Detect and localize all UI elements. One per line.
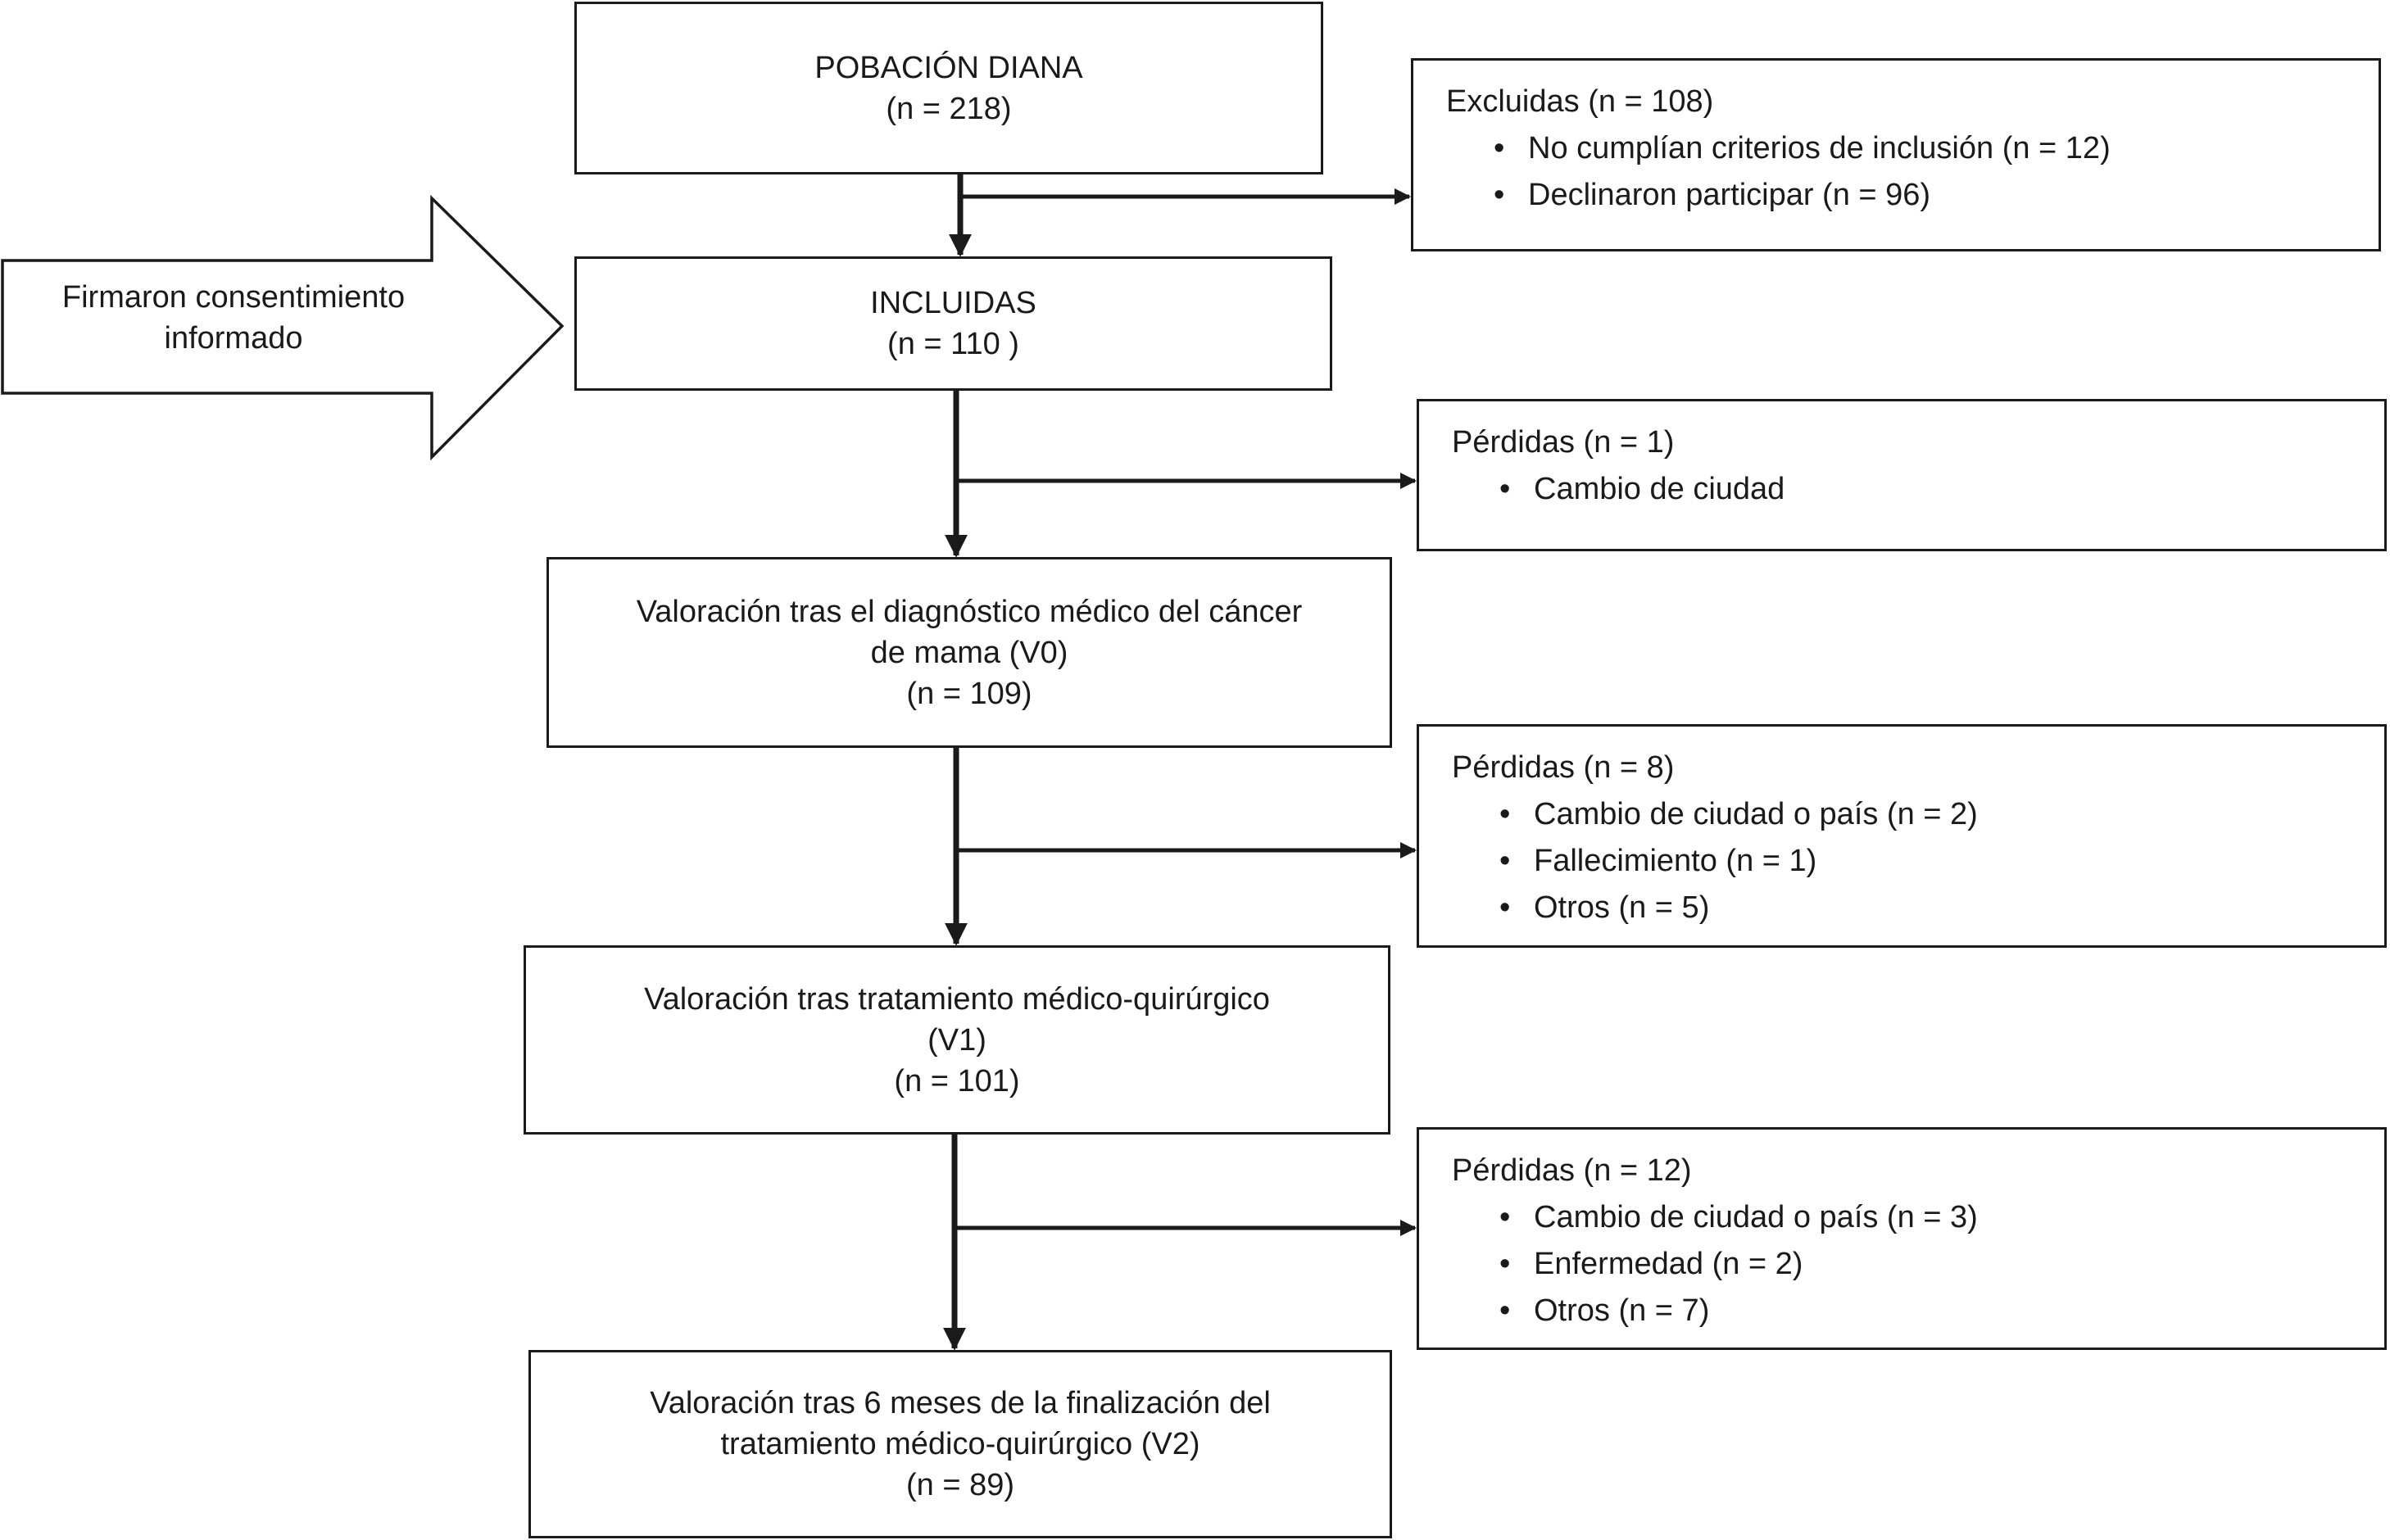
consent-label-line: informado <box>164 321 303 356</box>
box-line: Valoración tras tratamiento médico-quirú… <box>644 981 1270 1017</box>
consent-arrow-label: Firmaron consentimiento informado <box>0 277 467 359</box>
box-poblacion-diana: POBACIÓN DIANA (n = 218) <box>574 2 1323 174</box>
box-line: Valoración tras el diagnóstico médico de… <box>636 594 1303 629</box>
box-v2: Valoración tras 6 meses de la finalizaci… <box>528 1350 1392 1538</box>
list-item: Enfermedad (n = 2) <box>1499 1241 2384 1288</box>
perdidas-3-title: Pérdidas (n = 12) <box>1452 1153 1692 1188</box>
box-line: (n = 218) <box>886 91 1012 126</box>
perdidas-1-list: Cambio de ciudad <box>1452 466 2384 513</box>
box-v0: Valoración tras el diagnóstico médico de… <box>546 557 1392 748</box>
perdidas-3-list: Cambio de ciudad o país (n = 3) Enfermed… <box>1452 1194 2384 1334</box>
perdidas-1-title: Pérdidas (n = 1) <box>1452 425 1675 460</box>
box-perdidas-2: Pérdidas (n = 8) Cambio de ciudad o país… <box>1417 724 2387 948</box>
box-v1: Valoración tras tratamiento médico-quirú… <box>524 945 1390 1135</box>
perdidas-2-title: Pérdidas (n = 8) <box>1452 750 1675 785</box>
box-line: INCLUIDAS <box>870 286 1036 320</box>
box-line: Valoración tras 6 meses de la finalizaci… <box>650 1386 1271 1420</box>
list-item: Cambio de ciudad o país (n = 2) <box>1499 791 2384 838</box>
list-item: Cambio de ciudad <box>1499 466 2384 513</box>
excluidas-title: Excluidas (n = 108) <box>1446 84 1714 119</box>
box-line: de mama (V0) <box>870 635 1068 670</box>
excluidas-list: No cumplían criterios de inclusión (n = … <box>1446 125 2379 219</box>
box-line: (n = 101) <box>894 1063 1020 1098</box>
perdidas-2-list: Cambio de ciudad o país (n = 2) Fallecim… <box>1452 791 2384 931</box>
box-line: tratamiento médico-quirúrgico (V2) <box>720 1427 1200 1461</box>
box-perdidas-1: Pérdidas (n = 1) Cambio de ciudad <box>1417 399 2387 551</box>
box-excluidas: Excluidas (n = 108) No cumplían criterio… <box>1411 58 2381 251</box>
list-item: Declinaron participar (n = 96) <box>1494 172 2379 219</box>
box-line: (n = 89) <box>905 1468 1015 1502</box>
list-item: Fallecimiento (n = 1) <box>1499 838 2384 885</box>
list-item: Otros (n = 7) <box>1499 1288 2384 1334</box>
box-line: (V1) <box>927 1022 986 1058</box>
list-item: No cumplían criterios de inclusión (n = … <box>1494 125 2379 172</box>
box-line: (n = 109) <box>906 676 1032 711</box>
box-line: POBACIÓN DIANA <box>814 50 1083 85</box>
list-item: Cambio de ciudad o país (n = 3) <box>1499 1194 2384 1241</box>
consent-arrow-shape <box>1 194 565 461</box>
box-perdidas-3: Pérdidas (n = 12) Cambio de ciudad o paí… <box>1417 1127 2387 1350</box>
list-item: Otros (n = 5) <box>1499 885 2384 931</box>
box-incluidas: INCLUIDAS (n = 110 ) <box>574 256 1332 391</box>
consent-label-line: Firmaron consentimiento <box>61 280 406 315</box>
box-line: (n = 110 ) <box>887 327 1019 361</box>
